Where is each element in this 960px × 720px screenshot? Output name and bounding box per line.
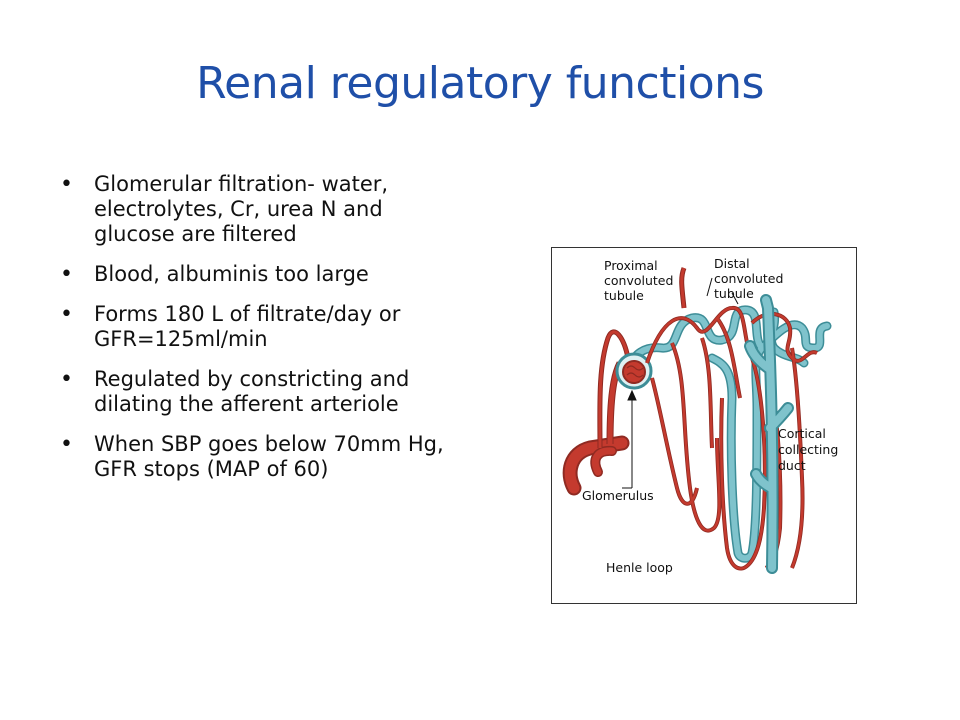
bullet-dot-icon: • <box>60 262 73 287</box>
bullet-dot-icon: • <box>60 367 73 392</box>
bullet-text: Forms 180 L of filtrate/day or GFR=125ml… <box>94 302 401 351</box>
bowman-capsule <box>615 352 653 390</box>
bullet-dot-icon: • <box>60 172 73 197</box>
label-pointers <box>622 277 739 489</box>
afferent-arteriole <box>562 329 631 496</box>
collecting-duct <box>744 294 794 574</box>
bullet-item: • Glomerular filtration- water, electroly… <box>58 172 458 247</box>
nephron-illustration: Proximal convoluted tubule Distal convol… <box>562 256 838 575</box>
label-distal-line1: Distal <box>714 256 750 271</box>
label-cortical-line3: duct <box>778 458 806 473</box>
label-proximal-line1: Proximal <box>604 258 658 273</box>
label-glomerulus: Glomerulus <box>582 488 654 503</box>
bullet-item: • Regulated by constricting and dilating … <box>58 367 458 417</box>
label-proximal-line2: convoluted <box>604 273 673 288</box>
bullet-item: • When SBP goes below 70mm Hg, GFR stops … <box>58 432 458 482</box>
label-henle-loop: Henle loop <box>606 560 673 575</box>
bullet-text: When SBP goes below 70mm Hg, GFR stops (… <box>94 432 444 481</box>
label-cortical-line1: Cortical <box>778 426 826 441</box>
peritubular-capillaries <box>645 267 818 571</box>
bullet-text: Regulated by constricting and dilating t… <box>94 367 410 416</box>
slide-title: Renal regulatory functions <box>196 58 764 109</box>
label-distal-line3: tubule <box>714 286 754 301</box>
nephron-diagram: Proximal convoluted tubule Distal convol… <box>551 247 857 604</box>
bullet-text: Blood, albuminis too large <box>94 262 369 286</box>
label-distal-line2: convoluted <box>714 271 783 286</box>
bullet-item: • Forms 180 L of filtrate/day or GFR=125m… <box>58 302 458 352</box>
bullet-list: • Glomerular filtration- water, electroly… <box>58 172 458 497</box>
label-proximal-line3: tubule <box>604 288 644 303</box>
bullet-item: • Blood, albuminis too large <box>58 262 458 287</box>
bullet-text: Glomerular filtration- water, electrolyt… <box>94 172 389 246</box>
bullet-dot-icon: • <box>60 302 73 327</box>
bullet-dot-icon: • <box>60 432 73 457</box>
label-cortical-line2: collecting <box>778 442 838 457</box>
